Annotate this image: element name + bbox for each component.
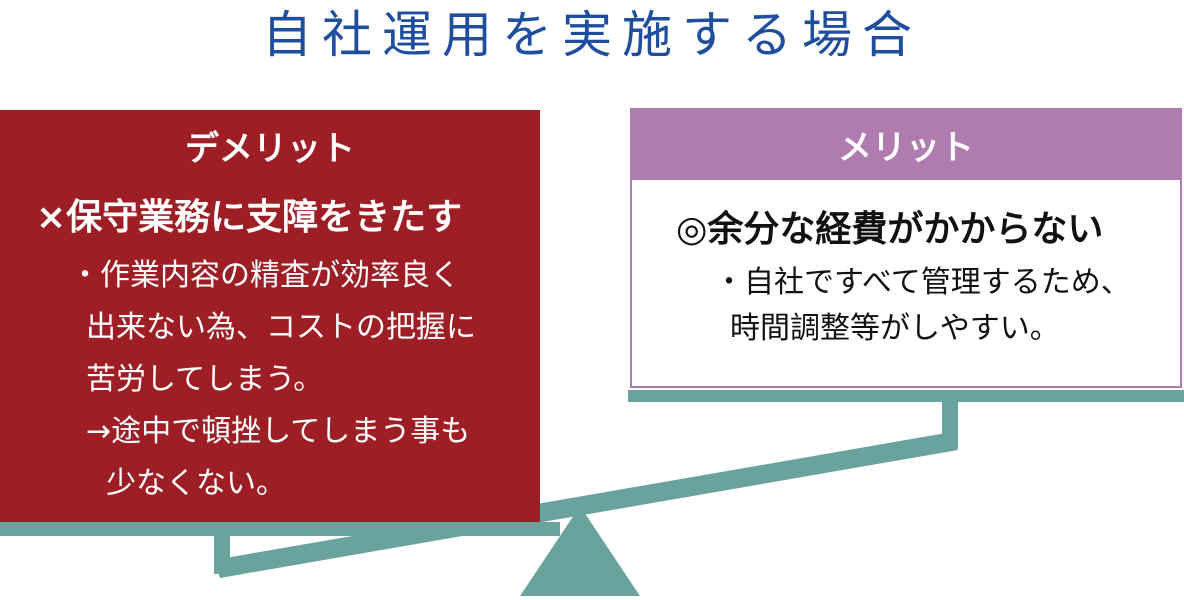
page-title: 自社運用を実施する場合 — [262, 6, 922, 64]
demerit-detail-line: 出来ない為、コストの把握に — [86, 310, 476, 345]
demerit-box: デメリット ×保守業務に支障をきたす ・作業内容の精査が効率良く 出来ない為、コ… — [0, 110, 540, 522]
left-pan-plate — [0, 522, 560, 536]
merit-detail-line: 時間調整等がしやすい。 — [730, 311, 1060, 346]
demerit-detail-line: 少なくない。 — [106, 466, 286, 501]
demerit-detail-line: 苦労してしまう。 — [86, 362, 324, 397]
demerit-heading: デメリット — [185, 129, 355, 169]
merit-details: ・自社ですべて管理するため、 時間調整等がしやすい。 — [714, 260, 1180, 352]
fulcrum-triangle — [520, 506, 640, 596]
demerit-main-point: ×保守業務に支障をきたす — [36, 197, 463, 238]
merit-main-point: ◎余分な経費がかからない — [676, 209, 1104, 250]
merit-box: メリット ◎余分な経費がかからない ・自社ですべて管理するため、 時間調整等がし… — [630, 108, 1182, 388]
demerit-detail-line: →途中で頓挫してしまう事も — [86, 414, 471, 449]
demerit-detail-line: ・作業内容の精査が効率良く — [70, 258, 460, 293]
merit-heading: メリット — [632, 110, 1180, 180]
left-pan-stem — [214, 528, 230, 574]
scale-beam — [214, 432, 958, 578]
demerit-details: ・作業内容の精査が効率良く 出来ない為、コストの把握に 苦労してしまう。 →途中… — [70, 250, 540, 510]
right-pan-plate — [628, 390, 1184, 402]
merit-detail-line: ・自社ですべて管理するため、 — [714, 265, 1131, 300]
